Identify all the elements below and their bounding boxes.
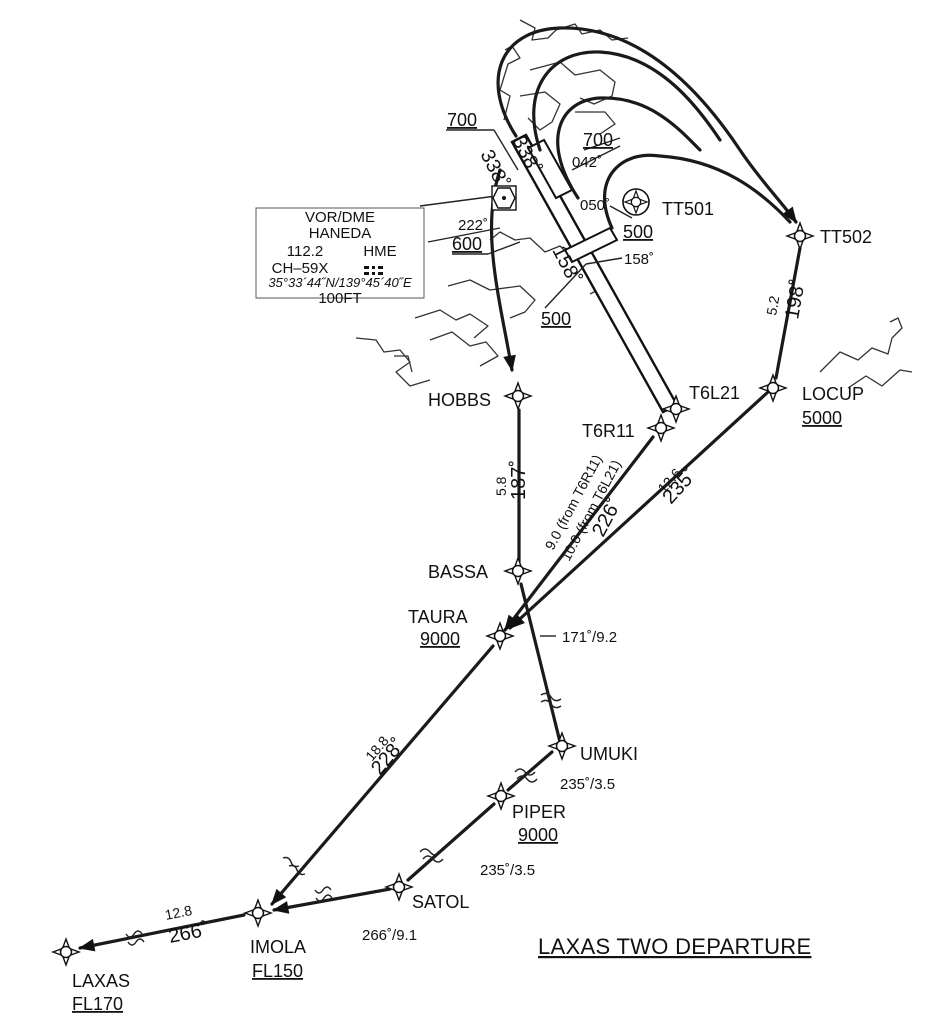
leader-lines	[419, 129, 633, 637]
wp-imola: IMOLA	[250, 937, 306, 957]
leg-bassa-umuki: 171˚/9.2	[562, 629, 617, 646]
alt-600: 600	[452, 234, 482, 254]
navaid-elevation: 100FT	[318, 290, 361, 307]
navaid-coordinates: 35°33´44˝N/139°45´40˝E	[268, 275, 412, 290]
chart-title: LAXAS TWO DEPARTURE	[538, 934, 811, 959]
wp-umuki: UMUKI	[580, 744, 638, 764]
leg-satol-imola: 266˚/9.1	[362, 927, 417, 944]
leg-locup-taura-course: 235˚	[658, 464, 701, 508]
alt-500-bottom: 500	[541, 309, 571, 329]
waypoint-icon-bassa	[504, 557, 532, 585]
wp-taura: TAURA	[408, 607, 468, 627]
wp-imola-alt: FL150	[252, 961, 303, 981]
wp-satol: SATOL	[412, 892, 469, 912]
wp-tt502: TT502	[820, 227, 872, 247]
wp-taura-alt: 9000	[420, 629, 460, 649]
leg-umuki-piper: 235˚/3.5	[560, 776, 615, 793]
alt-700-left: 700	[447, 110, 477, 130]
navaid-name: HANEDA	[309, 225, 372, 242]
wp-piper: PIPER	[512, 802, 566, 822]
leg-tt502-locup-dist: 5.2	[763, 294, 782, 316]
waypoint-icon-umuki	[548, 732, 576, 760]
vor-dme-icon	[491, 185, 517, 211]
wp-locup: LOCUP	[802, 384, 864, 404]
navaid-channel: CH–59X	[272, 260, 329, 277]
wp-t6r11: T6R11	[582, 421, 635, 441]
crs-222: 222˚	[458, 217, 488, 234]
alt-700-right: 700	[583, 130, 613, 150]
break-marks	[125, 692, 562, 946]
runways	[510, 133, 679, 414]
waypoint-labels: TT501 500 TT502 LOCUP 5000 T6L21 T6R11 H…	[72, 199, 872, 1014]
wp-piper-alt: 9000	[518, 825, 558, 845]
waypoint-symbols	[52, 222, 814, 966]
waypoint-icon-imola	[244, 899, 272, 927]
leg-imola-laxas-dist: 12.8	[164, 902, 194, 923]
wp-hobbs: HOBBS	[428, 390, 491, 410]
crs-050: 050˚	[580, 197, 610, 214]
leg-hobbs-bassa-course: 187˚	[508, 460, 530, 500]
wp-tt501: TT501	[662, 199, 714, 219]
wp-bassa: BASSA	[428, 562, 488, 582]
waypoint-icon-hobbs	[504, 382, 532, 410]
procedure-tracks	[78, 26, 802, 952]
morse-code-icon	[364, 266, 383, 275]
wp-laxas: LAXAS	[72, 971, 130, 991]
leg-piper-satol: 235˚/3.5	[480, 862, 535, 879]
flyover-waypoint-icon	[622, 188, 650, 216]
leg-hobbs-bassa-dist: 5.8	[493, 476, 509, 496]
airport-labels: 700 700 042˚ 338˚ 338˚ 050˚ 222˚ 600 158…	[447, 110, 654, 329]
wp-locup-alt: 5000	[802, 408, 842, 428]
navaid-info-box: VOR/DME HANEDA 112.2 HME CH–59X 35°33´44…	[255, 185, 517, 307]
leg-imola-laxas-course: 266˚	[167, 919, 210, 948]
waypoint-icon-laxas	[52, 938, 80, 966]
wp-laxas-alt: FL170	[72, 994, 123, 1014]
leg-labels: 5.2 198˚ 5.8 187˚ 9.0 (from T6R11) 10.0 …	[164, 278, 810, 948]
navaid-type: VOR/DME	[305, 209, 375, 226]
navaid-frequency: 112.2	[287, 243, 323, 260]
crs-042: 042˚	[572, 154, 602, 171]
waypoint-icon-tt502	[786, 222, 814, 250]
wp-tt501-alt: 500	[623, 222, 653, 242]
navaid-ident: HME	[363, 243, 396, 260]
wp-t6l21: T6L21	[689, 383, 740, 403]
leg-tt502-locup-course: 198˚	[781, 278, 810, 321]
crs-158-b: 158˚	[624, 251, 654, 268]
